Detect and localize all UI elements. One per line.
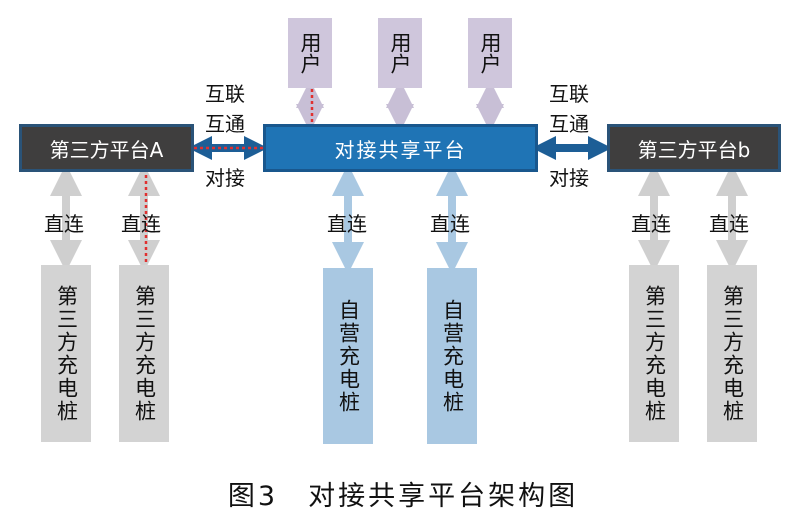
central-platform: 对接共享平台 — [263, 124, 538, 172]
platform-b-label: 第三方平台b — [637, 137, 751, 162]
data-flow-path — [144, 60, 314, 268]
direct-label-5: 直连 — [631, 212, 671, 236]
platform-b: 第三方平台b — [607, 124, 781, 172]
third-party-pile-3: 第三方充电桩 — [629, 265, 679, 442]
link-label-right-2: 互通 — [549, 112, 589, 136]
user-label: 用户 — [298, 32, 322, 74]
pile-label: 第三方充电桩 — [132, 284, 157, 423]
central-platform-label: 对接共享平台 — [334, 137, 467, 162]
figure-caption: 图3 对接共享平台架构图 — [227, 481, 579, 512]
link-label-left-3: 对接 — [205, 166, 245, 190]
direct-label-1: 直连 — [44, 212, 84, 236]
third-party-pile-1: 第三方充电桩 — [41, 265, 91, 442]
direct-label-6: 直连 — [709, 212, 749, 236]
self-operated-pile-2: 自营充电桩 — [427, 268, 477, 444]
direct-label-3: 直连 — [327, 212, 367, 236]
user-box-2: 用户 — [378, 18, 422, 88]
link-label-right-1: 互联 — [549, 82, 589, 106]
pile-label: 自营充电桩 — [336, 298, 361, 414]
pile-label: 自营充电桩 — [440, 298, 465, 414]
link-label-left-2: 互通 — [205, 112, 245, 136]
user-box-3: 用户 — [468, 18, 512, 88]
platform-a: 第三方平台A — [19, 124, 194, 172]
direct-label-4: 直连 — [430, 212, 470, 236]
third-party-pile-4: 第三方充电桩 — [707, 265, 757, 442]
link-label-right-3: 对接 — [549, 166, 589, 190]
self-operated-pile-1: 自营充电桩 — [323, 268, 373, 444]
pile-label: 第三方充电桩 — [720, 284, 745, 423]
platform-a-label: 第三方平台A — [49, 137, 164, 162]
pile-label: 第三方充电桩 — [54, 284, 79, 423]
pile-label: 第三方充电桩 — [642, 284, 667, 423]
user-label: 用户 — [388, 32, 412, 74]
user-box-1: 用户 — [288, 18, 332, 88]
third-party-pile-2: 第三方充电桩 — [119, 265, 169, 442]
link-label-left-1: 互联 — [205, 82, 245, 106]
user-label: 用户 — [478, 32, 502, 74]
direct-label-2: 直连 — [121, 212, 161, 236]
